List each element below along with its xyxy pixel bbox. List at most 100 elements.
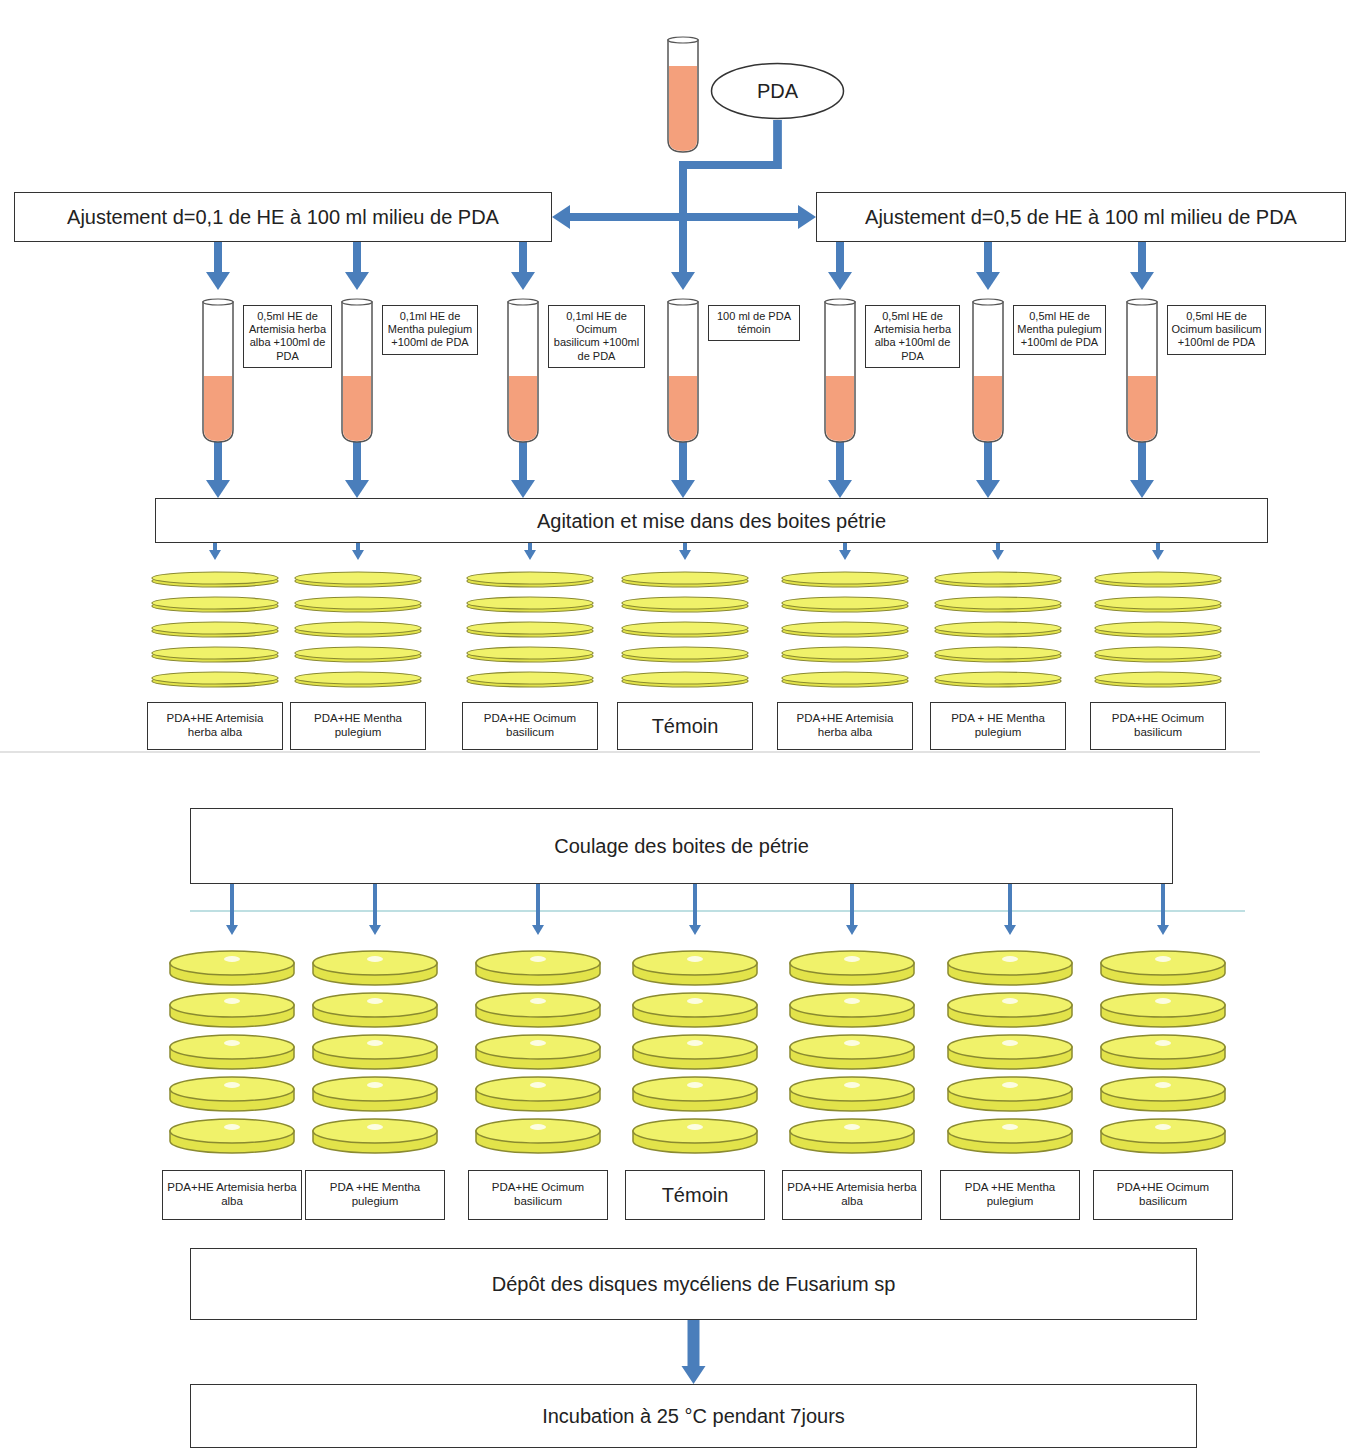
flow-arrow	[532, 884, 544, 935]
flow-arrow	[345, 242, 369, 290]
petri-dish-stack	[162, 935, 302, 1157]
node-text: 0,1ml HE de Ocimum basilicum +100ml de P…	[552, 310, 641, 363]
petri-dish-stack	[625, 935, 765, 1157]
label-box: PDA+HE Ocimum basilicum	[1093, 1170, 1233, 1220]
flow-arrow	[976, 442, 1000, 498]
petri-dish-stack	[468, 935, 608, 1157]
node-text: Agitation et mise dans des boites pétrie	[537, 509, 886, 533]
label-box: 0,1ml HE de Ocimum basilicum +100ml de P…	[548, 305, 645, 368]
label-box: 0,5ml HE de Artemisia herba alba +100ml …	[243, 305, 332, 368]
flow-arrow	[369, 884, 381, 935]
petri-dish-stack	[1090, 560, 1226, 692]
node-text: Dépôt des disques mycéliens de Fusarium …	[492, 1272, 896, 1296]
flow-arrow	[511, 442, 535, 498]
plate-stack: PDA+HE Artemisia herba alba	[147, 560, 283, 750]
tube-step: 0,1ml HE de Ocimum basilicum +100ml de P…	[506, 290, 645, 465]
node-text: PDA+HE Artemisia herba alba	[781, 712, 909, 740]
plate-stack: PDA +HE Mentha pulegium	[305, 935, 445, 1220]
test-tube	[340, 290, 376, 450]
petri-dish-stack	[777, 560, 913, 692]
node-text: 0,5ml HE de Artemisia herba alba +100ml …	[869, 310, 956, 363]
node-text: 100 ml de PDA témoin	[712, 310, 796, 336]
node-text: PDA+HE Ocimum basilicum	[1094, 712, 1222, 740]
petri-dish-stack	[782, 935, 922, 1157]
plate-stack: PDA+HE Mentha pulegium	[290, 560, 426, 750]
label-box: Témoin	[625, 1170, 765, 1220]
flow-arrow	[209, 543, 221, 560]
node-text: Ajustement d=0,1 de HE à 100 ml milieu d…	[67, 205, 499, 229]
flow-arrow	[992, 543, 1004, 560]
plate-stack: PDA+HE Ocimum basilicum	[462, 560, 598, 750]
label-box: Témoin	[617, 702, 753, 750]
separator-line	[0, 751, 1260, 753]
node-text: PDA+HE Ocimum basilicum	[466, 712, 594, 740]
process-box: Incubation à 25 °C pendant 7jours	[190, 1384, 1197, 1448]
label-box: 0,1ml HE de Mentha pulegium +100ml de PD…	[382, 305, 478, 355]
flow-arrow	[1152, 543, 1164, 560]
tube-step: 0,5ml HE de Ocimum basilicum +100ml de P…	[1125, 290, 1266, 465]
flow-arrow	[839, 543, 851, 560]
process-box: Agitation et mise dans des boites pétrie	[155, 498, 1268, 543]
process-box: Coulage des boites de pétrie	[190, 808, 1173, 884]
label-box: 0,5ml HE de Artemisia herba alba +100ml …	[865, 305, 960, 368]
node-text: PDA+HE Artemisia herba alba	[151, 712, 279, 740]
flow-arrow	[206, 442, 230, 498]
test-tube	[506, 290, 542, 450]
label-box: PDA+HE Ocimum basilicum	[468, 1170, 608, 1220]
flow-arrow	[828, 242, 852, 290]
process-box: Dépôt des disques mycéliens de Fusarium …	[190, 1248, 1197, 1320]
petri-dish-stack	[462, 560, 598, 692]
test-tube	[668, 37, 698, 152]
node-text: Témoin	[662, 1183, 729, 1207]
label-box: 0,5ml HE de Mentha pulegium +100ml de PD…	[1013, 305, 1106, 355]
label-box: PDA+HE Mentha pulegium	[290, 702, 426, 750]
label-box: 100 ml de PDA témoin	[708, 305, 800, 341]
node-text: 0,1ml HE de Mentha pulegium +100ml de PD…	[386, 310, 474, 350]
label-box: PDA+HE Artemisia herba alba	[162, 1170, 302, 1220]
petri-dish-stack	[1093, 935, 1233, 1157]
flow-arrow	[206, 242, 230, 290]
plate-stack: PDA +HE Mentha pulegium	[940, 935, 1080, 1220]
node-text: PDA +HE Mentha pulegium	[944, 1181, 1076, 1209]
label-box: PDA +HE Mentha pulegium	[940, 1170, 1080, 1220]
node-text: PDA+HE Ocimum basilicum	[1097, 1181, 1229, 1209]
test-tube	[1125, 290, 1161, 450]
node-text: Ajustement d=0,5 de HE à 100 ml milieu d…	[865, 205, 1297, 229]
flow-arrow	[671, 120, 778, 290]
petri-dish-stack	[305, 935, 445, 1157]
flow-arrow	[846, 884, 858, 935]
plate-stack: PDA+HE Ocimum basilicum	[1093, 935, 1233, 1220]
node-text: PDA +HE Mentha pulegium	[309, 1181, 441, 1209]
test-tube	[201, 290, 237, 450]
test-tube	[971, 290, 1007, 450]
separator-line	[190, 910, 1245, 912]
node-text: PDA+HE Ocimum basilicum	[472, 1181, 604, 1209]
node-text: 0,5ml HE de Ocimum basilicum +100ml de P…	[1171, 310, 1262, 350]
flow-arrow	[671, 442, 695, 498]
node-text: Incubation à 25 °C pendant 7jours	[542, 1404, 845, 1428]
node-text: PDA	[757, 79, 798, 103]
label-box: PDA+HE Artemisia herba alba	[147, 702, 283, 750]
petri-dish-stack	[930, 560, 1066, 692]
node-text: Coulage des boites de pétrie	[554, 834, 809, 858]
flow-arrow	[511, 242, 535, 290]
flow-arrow	[689, 884, 701, 935]
plate-stack: Témoin	[625, 935, 765, 1220]
ellipse-node: PDA	[710, 62, 845, 120]
plate-stack: Témoin	[617, 560, 753, 750]
flow-arrow	[1157, 884, 1169, 935]
tube-step: 100 ml de PDA témoin	[666, 290, 800, 465]
label-box: PDA+HE Artemisia herba alba	[777, 702, 913, 750]
flow-arrow	[683, 120, 816, 229]
flow-arrow	[1130, 242, 1154, 290]
flow-arrow	[1004, 884, 1016, 935]
flow-arrow	[682, 1320, 706, 1384]
plate-stack: PDA+HE Artemisia herba alba	[782, 935, 922, 1220]
label-box: PDA + HE Mentha pulegium	[930, 702, 1066, 750]
petri-dish-stack	[617, 560, 753, 692]
petri-dish-stack	[147, 560, 283, 692]
process-box: Ajustement d=0,1 de HE à 100 ml milieu d…	[14, 192, 552, 242]
label-box: PDA+HE Ocimum basilicum	[462, 702, 598, 750]
flow-arrow	[345, 442, 369, 498]
